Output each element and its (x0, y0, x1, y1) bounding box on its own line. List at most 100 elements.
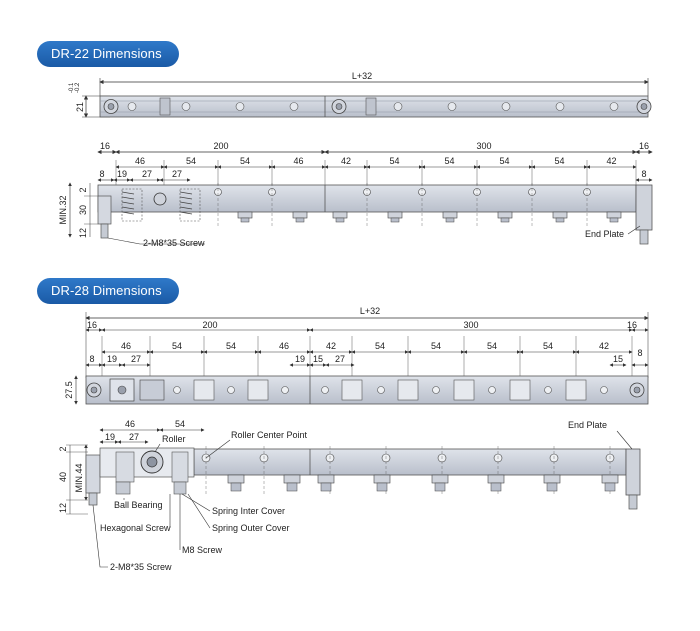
hole-icon (235, 102, 245, 111)
square-pad-icon (193, 379, 215, 401)
hole-icon (173, 386, 181, 394)
spring-icon (179, 196, 193, 200)
nut-icon (445, 217, 455, 223)
roller-hub-icon (633, 386, 641, 394)
dim-value: 46 (293, 156, 303, 166)
hole-icon (609, 102, 619, 111)
dr28-vdim-12: 12 (58, 503, 68, 513)
nut-icon (497, 211, 513, 219)
nut-icon (286, 482, 298, 492)
dim-value: 46 (121, 341, 131, 351)
nut-icon (283, 474, 301, 484)
dr28-dim-16-right: 16 (627, 320, 637, 330)
nut-icon (295, 217, 305, 223)
dr22-dim-8-left: 8 (99, 169, 104, 179)
hole-icon (600, 386, 608, 394)
nut-icon (332, 211, 348, 219)
nut-icon (609, 217, 619, 223)
square-pad-icon (565, 379, 587, 401)
nut-icon (487, 474, 505, 484)
section-title-dr22: DR-22 Dimensions (37, 41, 179, 67)
dim-value: 46 (279, 341, 289, 351)
nut-icon (317, 474, 335, 484)
dr22-top-view: L+32 21 -0.1 -0.2 (69, 71, 652, 118)
dr28-small-8-left: 8 (89, 354, 94, 364)
dr22-screw-label: 2-M8*35 Screw (143, 238, 205, 248)
dr28-m8-screw-label: M8 Screw (182, 545, 223, 555)
nut-icon (237, 211, 253, 219)
bearing-icon (117, 385, 127, 395)
dr22-overall-dim: L+32 (352, 71, 372, 81)
nut-icon (227, 474, 245, 484)
dr28-side-view: 46 54 19 27 2 40 12 MIN.44 Roller (58, 419, 641, 572)
roller-hub-icon (335, 103, 343, 110)
dr28-spring-outer-label: Spring Outer Cover (212, 523, 290, 533)
hole-icon (321, 386, 329, 394)
dr22-dim-19: 19 (117, 169, 127, 179)
nut-icon (546, 482, 558, 492)
dr28-end-plate-label: End Plate (568, 420, 607, 430)
dim-value: 54 (186, 156, 196, 166)
nut-icon (434, 482, 446, 492)
hole-icon (393, 102, 403, 111)
dr22-dim-8-right: 8 (641, 169, 646, 179)
dim-value: 54 (226, 341, 236, 351)
roller-hub-icon (107, 103, 115, 110)
hole-icon (432, 386, 440, 394)
hole-icon (377, 386, 385, 394)
dr22-dim-200: 200 (213, 141, 228, 151)
section-title-dr28: DR-28 Dimensions (37, 278, 179, 304)
dim-value: 54 (487, 341, 497, 351)
dim-value: 54 (431, 341, 441, 351)
dr28-small-19a: 19 (107, 354, 117, 364)
dim-value: 42 (606, 156, 616, 166)
spring-icon (179, 206, 193, 210)
nut-icon (442, 211, 458, 219)
square-pad-icon (341, 379, 363, 401)
nut-icon (431, 474, 449, 484)
dim-value: 54 (499, 156, 509, 166)
dr28-side-dim-19: 19 (105, 432, 115, 442)
dr28-small-15a: 15 (313, 354, 323, 364)
dr28-roller-label: Roller (162, 434, 186, 444)
spring-icon (179, 211, 193, 215)
dr28-vdim-2: 2 (58, 446, 68, 451)
dim-value: 54 (444, 156, 454, 166)
spring-icon (179, 191, 193, 195)
dr28-roller-center-label: Roller Center Point (231, 430, 308, 440)
nut-icon (373, 474, 391, 484)
nut-icon (390, 217, 400, 223)
dr28-overall-dim: L+32 (360, 306, 380, 316)
dr22-dim-min32: MIN.32 (58, 195, 68, 224)
nut-icon (543, 474, 561, 484)
dr28-side-dim-54: 54 (175, 419, 185, 429)
dr28-screw-label: 2-M8*35 Screw (110, 562, 172, 572)
dr22-height-dim: 21 (75, 102, 85, 112)
dr22-dim-12: 12 (78, 228, 88, 238)
dr28-hex-screw-label: Hexagonal Screw (100, 523, 171, 533)
dr28-dim-200: 200 (202, 320, 217, 330)
dr28-ball-bearing-label: Ball Bearing (114, 500, 163, 510)
dr22-dim-300: 300 (476, 141, 491, 151)
dr28-small-27a: 27 (131, 354, 141, 364)
dim-value: 54 (375, 341, 385, 351)
hole-icon (289, 102, 299, 111)
hole-icon (555, 102, 565, 111)
spring-block-icon (159, 97, 171, 116)
spring-icon (179, 201, 193, 205)
dim-value: 54 (172, 341, 182, 351)
dr28-small-8-right: 8 (637, 348, 642, 358)
hole-icon (447, 102, 457, 111)
hole-icon (227, 386, 235, 394)
dr28-small-19b: 19 (295, 354, 305, 364)
square-pad-icon (453, 379, 475, 401)
dr22-dim-27b: 27 (172, 169, 182, 179)
dr22-dim-16-left: 16 (100, 141, 110, 151)
nut-icon (601, 474, 619, 484)
dr22-tol-upper: -0.1 (69, 82, 75, 93)
square-pad-icon (397, 379, 419, 401)
nut-icon (387, 211, 403, 219)
roller-icon (153, 192, 167, 206)
